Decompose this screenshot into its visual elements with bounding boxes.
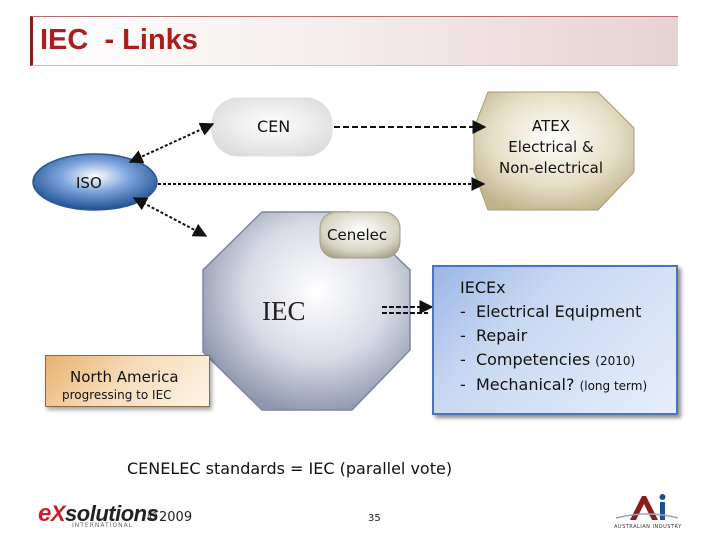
title-bar <box>30 16 678 66</box>
atex-label-line-2: Electrical & <box>508 138 594 156</box>
footer <box>30 492 690 538</box>
atex-label: ATEX Electrical & Non-electrical <box>476 116 626 179</box>
atex-octagon <box>473 91 635 211</box>
iecex-item: - Repair <box>460 324 647 348</box>
north-america-box <box>45 355 210 407</box>
iecex-item-note: (2010) <box>595 354 636 368</box>
copyright: ©2009 <box>146 510 193 525</box>
iec-label: IEC <box>262 296 306 326</box>
page-title: IEC - Links <box>40 24 198 56</box>
iecex-item-prefix: - <box>460 375 466 394</box>
iecex-item: - Electrical Equipment <box>460 300 647 324</box>
australian-industry-logo-icon <box>615 494 679 520</box>
iecex-box <box>432 265 678 415</box>
iso-label: ISO <box>76 174 102 192</box>
exsolutions-logo: eXsolutions <box>38 500 159 528</box>
exsolutions-logo-subtitle: INTERNATIONAL <box>72 522 134 529</box>
iecex-item-text: Mechanical? <box>475 375 575 394</box>
iecex-item-text: Repair <box>475 326 528 345</box>
north-america-subtitle: progressing to IEC <box>62 388 172 402</box>
north-america-title: North America <box>70 368 179 386</box>
iecex-heading: IECEx <box>460 278 506 297</box>
iecex-content: IECEx - Electrical Equipment - Repair - … <box>460 276 647 398</box>
logo-text: eXsolutions <box>38 500 159 527</box>
iecex-item-text: Competencies <box>475 350 591 369</box>
iecex-item-prefix: - <box>460 326 466 345</box>
iso-ellipse <box>32 153 158 211</box>
cen-iso-arrow <box>128 122 215 164</box>
iecex-item: - Competencies (2010) <box>460 348 647 373</box>
iecex-item-prefix: - <box>460 302 466 321</box>
iecex-item-note: (long term) <box>579 379 648 393</box>
page-number: 35 <box>368 513 381 524</box>
atex-label-line-3: Non-electrical <box>498 159 603 177</box>
cen-label: CEN <box>257 117 291 136</box>
iecex-item-text: Electrical Equipment <box>475 302 642 321</box>
atex-label-line-1: ATEX <box>531 117 570 135</box>
cenelec-shape <box>319 211 401 259</box>
iecex-item: - Mechanical? (long term) <box>460 373 647 398</box>
iecex-item-prefix: - <box>460 350 466 369</box>
caption: CENELEC standards = IEC (parallel vote) <box>127 459 453 478</box>
australian-industry-label: AUSTRALIAN INDUSTRY <box>614 524 682 530</box>
iso-iec-arrow <box>132 197 208 237</box>
cenelec-label: Cenelec <box>327 226 388 244</box>
